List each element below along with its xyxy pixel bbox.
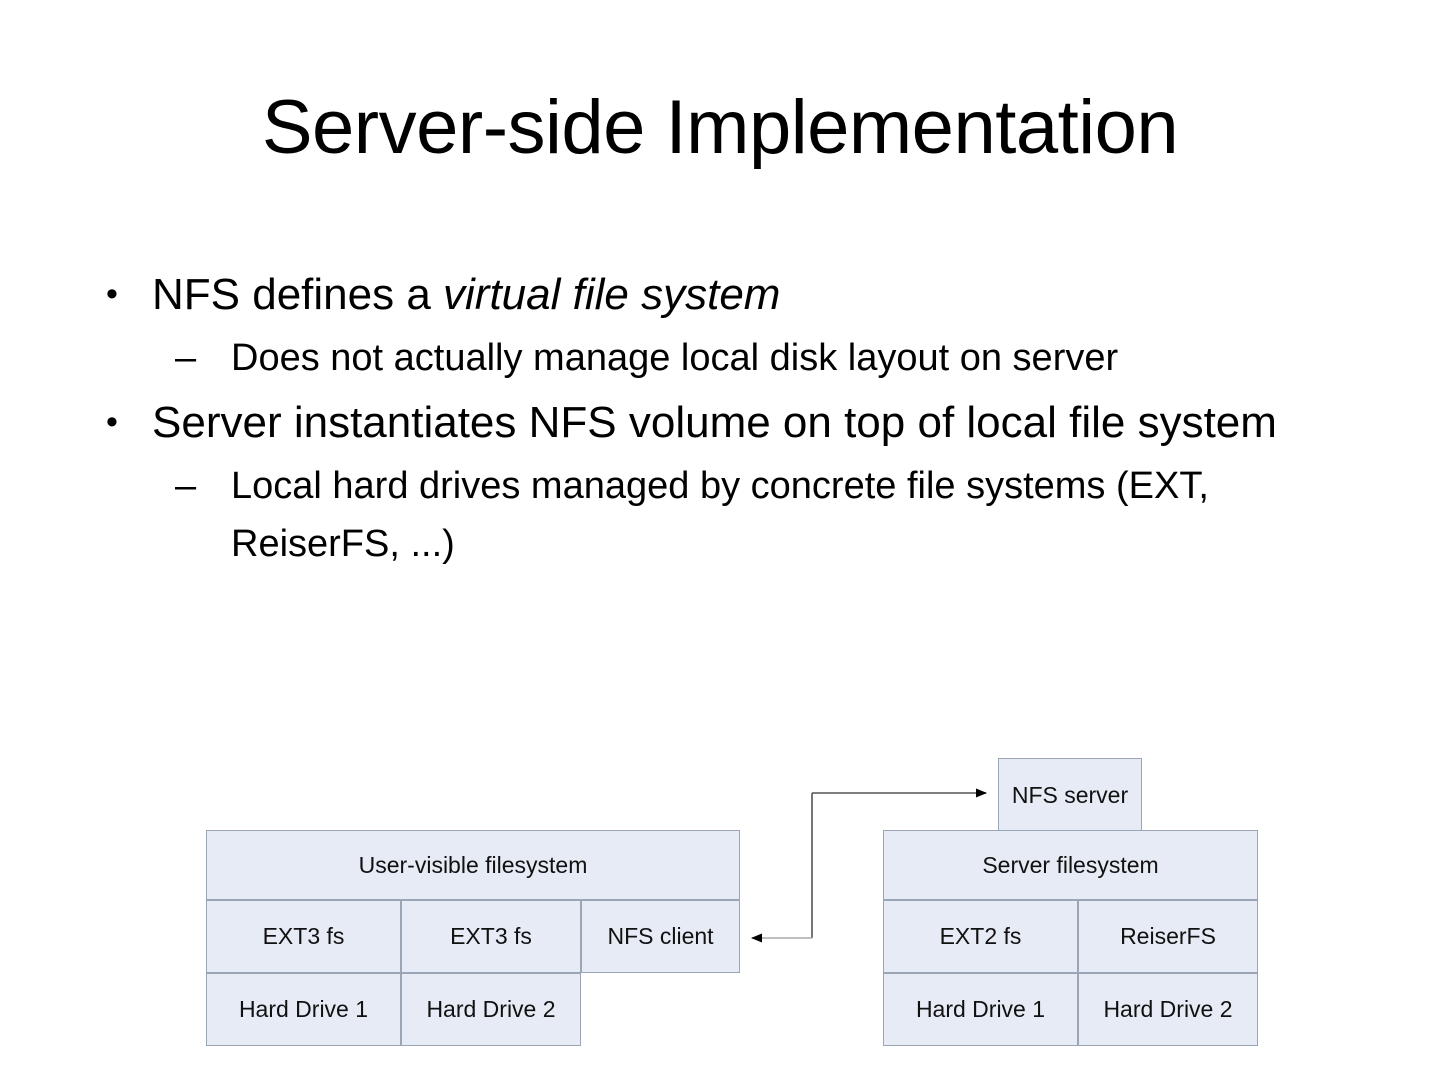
bullet-item-2: – Does not actually manage local disk la… [96, 330, 1366, 388]
bullet-item-3: • Server instantiates NFS volume on top … [96, 390, 1366, 456]
nfs-server-box: NFS server [998, 758, 1142, 831]
client-ext3-fs-1-box: EXT3 fs [206, 900, 401, 973]
bullet-text-1-before: NFS defines a [152, 270, 444, 319]
page-title: Server-side Implementation [261, 85, 1179, 170]
client-hard-drive-1-box: Hard Drive 1 [206, 973, 401, 1046]
bullet-text-2: Does not actually manage local disk layo… [231, 337, 1119, 379]
server-filesystem-box: Server filesystem [883, 830, 1258, 900]
bullet-text-1-italic: virtual file system [443, 270, 781, 319]
bullet-marker-dash: – [175, 464, 197, 507]
bullet-marker-dot: • [106, 275, 118, 313]
bullet-text-3: Server instantiates NFS volume on top of… [152, 397, 1277, 447]
bullet-marker-dot: • [106, 402, 118, 441]
server-hard-drive-1-box: Hard Drive 1 [883, 973, 1078, 1046]
client-hard-drive-2-box: Hard Drive 2 [401, 973, 581, 1046]
client-nfs-client-box: NFS client [581, 900, 740, 973]
bullet-item-1: • NFS defines a virtual file system [96, 262, 1366, 328]
server-reiserfs-box: ReiserFS [1078, 900, 1258, 973]
client-ext3-fs-2-box: EXT3 fs [401, 900, 581, 973]
bullet-list: • NFS defines a virtual file system – Do… [96, 262, 1366, 575]
client-user-visible-filesystem-box: User-visible filesystem [206, 830, 740, 900]
bullet-item-4: – Local hard drives managed by concrete … [96, 458, 1366, 574]
server-hard-drive-2-box: Hard Drive 2 [1078, 973, 1258, 1046]
bullet-text-4: Local hard drives managed by concrete fi… [231, 464, 1209, 565]
bullet-marker-dash: – [175, 337, 197, 379]
server-ext2-fs-box: EXT2 fs [883, 900, 1078, 973]
